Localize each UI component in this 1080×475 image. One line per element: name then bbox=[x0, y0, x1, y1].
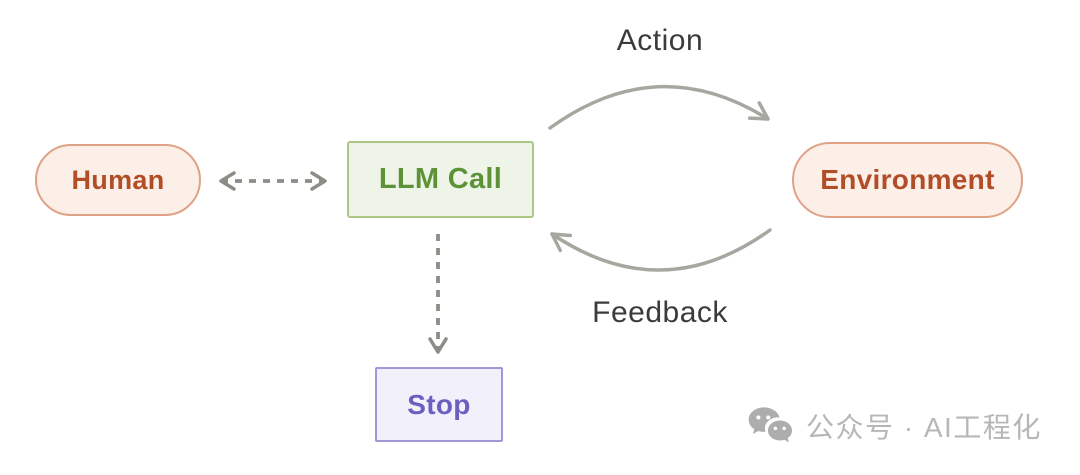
node-environment: Environment bbox=[792, 142, 1023, 218]
watermark-text: 公众号 · AI工程化 bbox=[806, 412, 1042, 443]
node-human: Human bbox=[35, 144, 201, 216]
node-llm-call-label: LLM Call bbox=[378, 163, 503, 195]
watermark: 公众号 · AI工程化 bbox=[748, 406, 1042, 446]
node-environment-label: Environment bbox=[820, 164, 995, 195]
node-llm-call: LLM Call bbox=[347, 141, 534, 218]
node-stop: Stop bbox=[375, 367, 503, 442]
node-stop-label: Stop bbox=[407, 388, 471, 420]
action-arrow bbox=[548, 85, 770, 130]
wechat-icon bbox=[748, 407, 793, 443]
edge-label-feedback: Feedback bbox=[592, 296, 728, 329]
feedback-arrow bbox=[550, 228, 772, 272]
node-human-label: Human bbox=[71, 164, 165, 195]
edge-label-action: Action bbox=[616, 24, 704, 57]
